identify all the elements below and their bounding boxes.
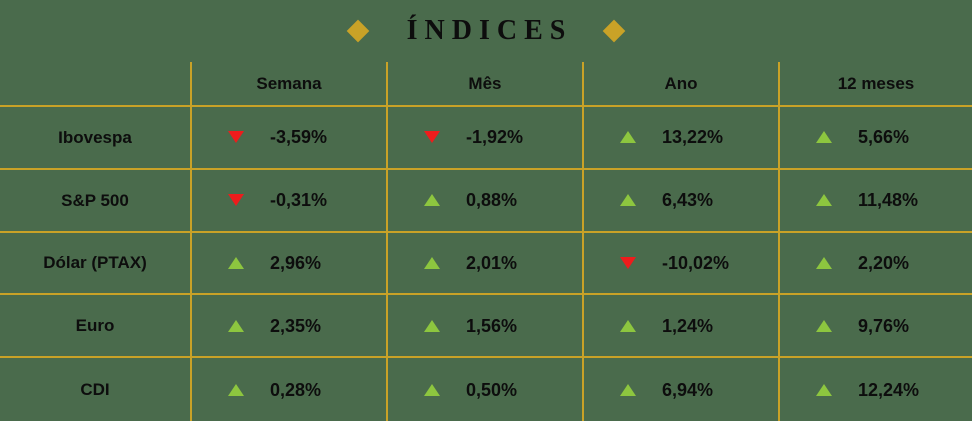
table-row: Dólar (PTAX) 2,96% 2,01% — [0, 231, 972, 296]
triangle-up-icon — [619, 383, 636, 396]
triangle-up-icon — [227, 256, 244, 269]
column-header-mes: Mês — [385, 62, 583, 107]
data-cell: 2,35% — [189, 294, 387, 359]
triangle-down-icon — [227, 131, 244, 144]
data-cell: -1,92% — [385, 106, 583, 170]
diamond-ornament-right — [603, 19, 626, 43]
table-row: CDI 0,28% 0,50% — [0, 357, 972, 421]
triangle-up-icon — [815, 319, 832, 332]
triangle-up-icon — [619, 319, 636, 332]
table-row: Ibovespa -3,59% -1,92% — [0, 106, 972, 170]
column-header-12-meses: 12 meses — [777, 62, 972, 107]
data-cell: 0,50% — [385, 357, 583, 421]
triangle-down-icon — [619, 256, 636, 269]
cell-value: 6,43% — [661, 190, 714, 211]
row-label: CDI — [80, 380, 110, 400]
triangle-up-icon — [815, 256, 832, 269]
table-row: Euro 2,35% 1,56% — [0, 294, 972, 359]
data-cell: 6,94% — [581, 357, 779, 421]
row-label-cell: Euro — [0, 294, 191, 359]
triangle-up-icon — [227, 319, 244, 332]
data-cell: 13,22% — [581, 106, 779, 170]
table-row: S&P 500 -0,31% 0,88% — [0, 168, 972, 233]
triangle-up-icon — [619, 194, 636, 207]
row-label: Dólar (PTAX) — [43, 253, 147, 273]
cell-value: 11,48% — [857, 190, 919, 211]
row-label-cell: Dólar (PTAX) — [0, 231, 191, 296]
data-cell: 6,43% — [581, 168, 779, 233]
cell-value: -3,59% — [269, 127, 328, 148]
table-header-row: Semana Mês Ano 12 meses — [0, 62, 972, 107]
triangle-up-icon — [619, 131, 636, 144]
triangle-up-icon — [423, 383, 440, 396]
cell-value: 2,20% — [857, 252, 910, 273]
data-cell: 1,24% — [581, 294, 779, 359]
row-label: S&P 500 — [61, 190, 129, 210]
cell-value: -10,02% — [661, 252, 730, 273]
data-cell: 0,28% — [189, 357, 387, 421]
cell-value: 0,88% — [465, 190, 518, 211]
triangle-up-icon — [815, 131, 832, 144]
data-cell: -0,31% — [189, 168, 387, 233]
triangle-down-icon — [227, 194, 244, 207]
triangle-up-icon — [423, 256, 440, 269]
cell-value: -1,92% — [465, 127, 524, 148]
triangle-up-icon — [815, 383, 832, 396]
column-header-semana: Semana — [189, 62, 387, 107]
data-cell: 9,76% — [777, 294, 972, 359]
cell-value: 2,35% — [269, 315, 322, 336]
data-cell: 0,88% — [385, 168, 583, 233]
data-cell: -3,59% — [189, 106, 387, 170]
cell-value: 9,76% — [857, 315, 910, 336]
triangle-down-icon — [423, 131, 440, 144]
data-cell: 2,96% — [189, 231, 387, 296]
cell-value: 2,96% — [269, 252, 322, 273]
row-label-cell: S&P 500 — [0, 168, 191, 233]
data-cell: 2,01% — [385, 231, 583, 296]
triangle-up-icon — [423, 194, 440, 207]
data-cell: 5,66% — [777, 106, 972, 170]
row-label-cell: CDI — [0, 357, 191, 421]
board-header: ÍNDICES — [0, 0, 972, 62]
cell-value: 5,66% — [857, 127, 910, 148]
triangle-up-icon — [423, 319, 440, 332]
cell-value: -0,31% — [269, 190, 328, 211]
cell-value: 0,28% — [269, 379, 322, 400]
column-header-label: Mês — [468, 74, 502, 93]
triangle-up-icon — [815, 194, 832, 207]
cell-value: 12,24% — [857, 379, 920, 400]
cell-value: 1,24% — [661, 315, 714, 336]
column-header-label: Semana — [256, 74, 322, 93]
page-title: ÍNDICES — [406, 15, 573, 46]
triangle-up-icon — [227, 383, 244, 396]
cell-value: 2,01% — [465, 252, 518, 273]
column-header-ano: Ano — [581, 62, 779, 107]
row-label: Ibovespa — [58, 127, 132, 147]
row-label-cell: Ibovespa — [0, 106, 191, 170]
data-cell: -10,02% — [581, 231, 779, 296]
column-header-label: Ano — [664, 74, 698, 93]
diamond-ornament-left — [346, 19, 369, 43]
cell-value: 6,94% — [661, 379, 714, 400]
cell-value: 13,22% — [661, 127, 724, 148]
data-cell: 12,24% — [777, 357, 972, 421]
table-corner-cell — [0, 62, 191, 107]
data-cell: 1,56% — [385, 294, 583, 359]
data-cell: 2,20% — [777, 231, 972, 296]
cell-value: 1,56% — [465, 315, 518, 336]
cell-value: 0,50% — [465, 379, 518, 400]
row-label: Euro — [75, 316, 115, 336]
indices-table: Semana Mês Ano 12 meses Ibovespa — [0, 62, 972, 421]
data-cell: 11,48% — [777, 168, 972, 233]
column-header-label: 12 meses — [837, 74, 915, 93]
